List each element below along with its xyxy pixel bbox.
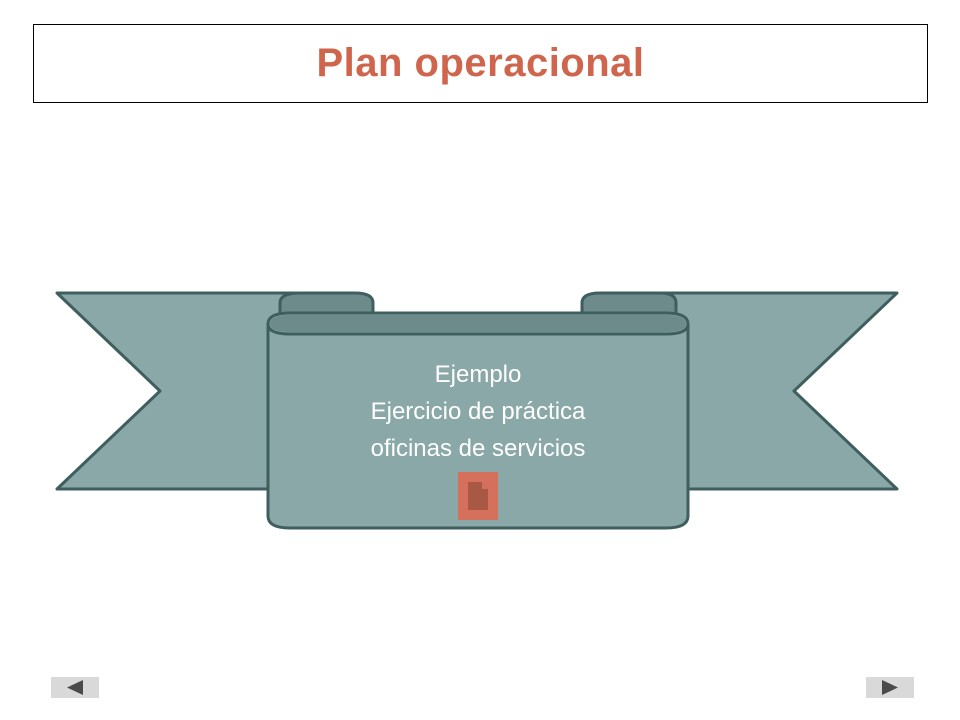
ribbon-center-panel — [266, 311, 690, 530]
triangle-left-icon — [67, 680, 83, 695]
title-box: Plan operacional — [33, 24, 928, 103]
triangle-right-icon — [882, 680, 898, 695]
document-link-button[interactable] — [458, 472, 498, 520]
previous-slide-button[interactable] — [51, 677, 99, 698]
next-slide-button[interactable] — [866, 677, 914, 698]
banner-text: Ejemplo Ejercicio de práctica oficinas d… — [270, 356, 686, 467]
banner-line-ejercicio: Ejercicio de práctica — [370, 398, 586, 425]
slide-title: Plan operacional — [316, 41, 645, 85]
banner-line-oficinas: oficinas de servicios — [370, 435, 586, 462]
banner-line-ejemplo: Ejemplo — [434, 361, 522, 388]
ribbon-top-curl — [266, 323, 690, 336]
document-icon — [468, 482, 488, 510]
ribbon-top-curl-shade — [270, 315, 686, 332]
